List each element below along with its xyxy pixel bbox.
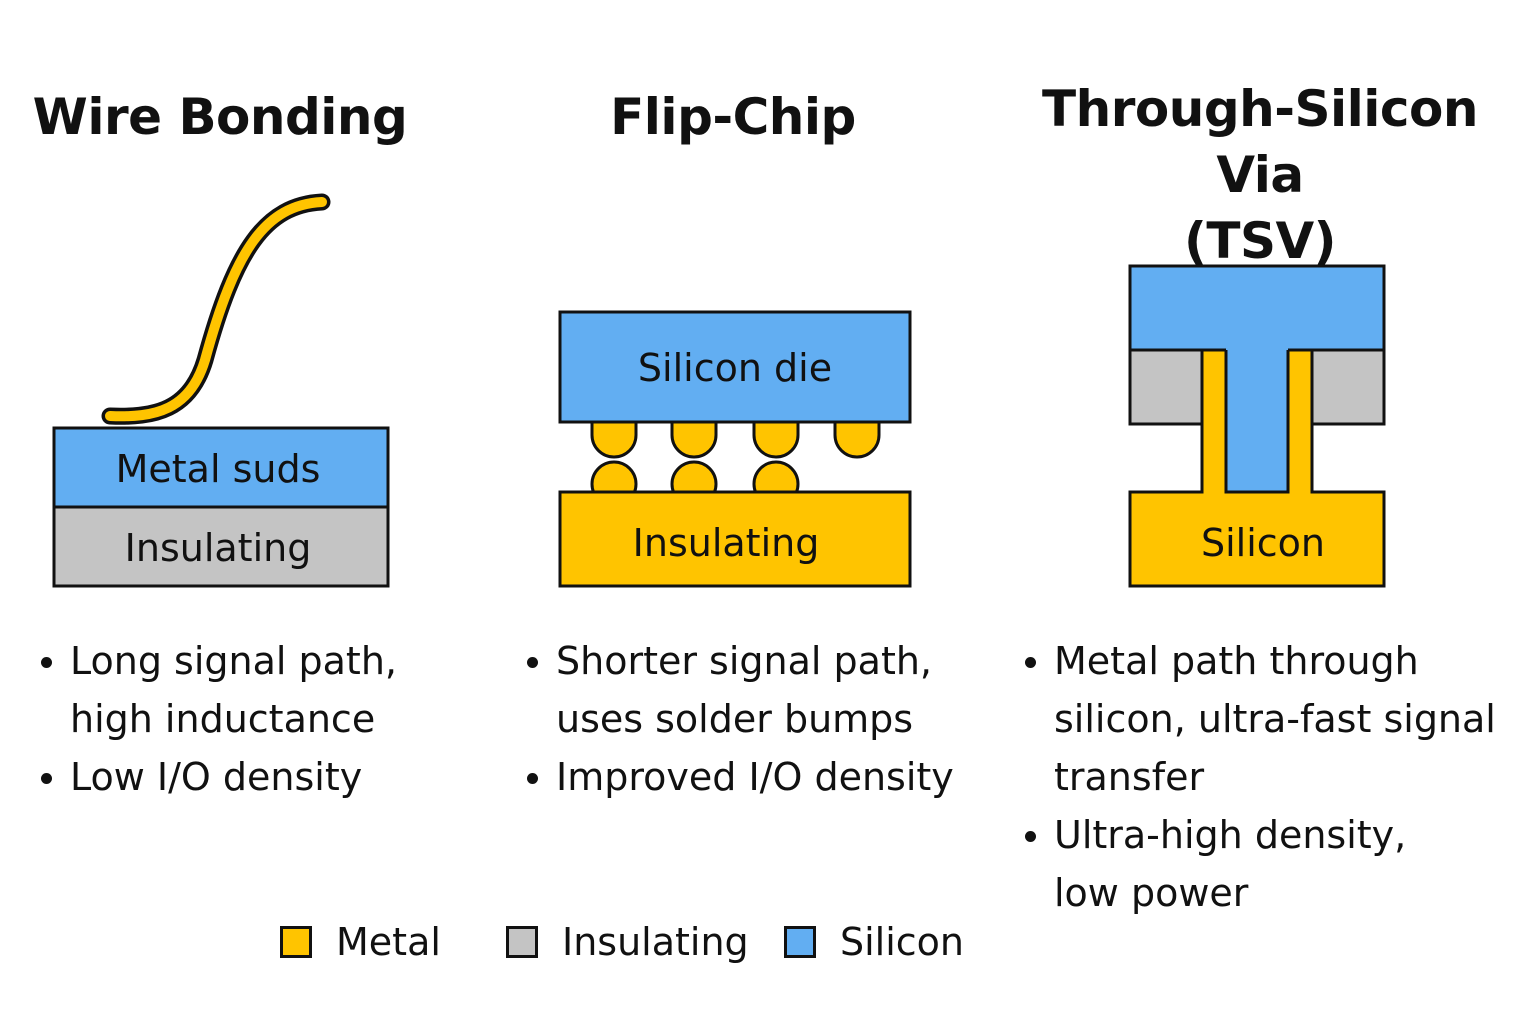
tsv-top-silicon [1128,264,1386,352]
bullet-item: Metal path through silicon, ultra-fast s… [1022,632,1522,806]
bullet-item: Shorter signal path, uses solder bumps [524,632,994,748]
tsv-silicon-core [1226,348,1288,492]
solder-bump [670,418,718,459]
insulating-layer [52,505,390,588]
tsv-insulating-left [1128,348,1204,426]
bullet-line: Long signal path, [70,639,397,683]
solder-bump [590,418,638,459]
wire-bonding-diagram: Metal suds Insulating [52,193,390,588]
bullet-item: Low I/O density [38,748,458,806]
legend-label-silicon: Silicon [840,920,965,964]
legend-label-metal: Metal [336,920,441,964]
legend: Metal Insulating Silicon [0,912,1000,972]
tsv-bullets: Metal path through silicon, ultra-fast s… [1022,632,1522,922]
silicon-swatch [784,926,816,958]
wire-bonding-bullets: Long signal path, high inductance Low I/… [38,632,458,806]
wire-bonding-title: Wire Bonding [32,88,408,146]
bullet-line: silicon, ultra-fast signal [1054,697,1496,741]
insulating-layer-label: Insulating [125,526,312,570]
silicon-die-label: Silicon die [638,346,832,390]
solder-bump [833,418,881,459]
tsv-title-line1: Through-Silicon Via [1042,80,1478,204]
bond-wire [105,197,327,422]
bullet-line: Improved I/O density [556,755,954,799]
solder-bump [752,418,800,459]
bullet-item: Improved I/O density [524,748,994,806]
bullet-line: high inductance [70,697,376,741]
substrate [558,490,912,588]
legend-item-metal: Metal [280,912,441,972]
bullet-line: Low I/O density [70,755,363,799]
tsv-base-label: Silicon [1201,521,1325,565]
metal-layer-label: Metal suds [116,447,321,491]
insulating-swatch [506,926,538,958]
legend-label-insulating: Insulating [562,920,749,964]
bullet-line: Shorter signal path, [556,639,933,683]
tsv-title: Through-Silicon Via (TSV) [990,76,1530,274]
bullet-item: Ultra-high density, low power [1022,806,1522,922]
bullet-line: uses solder bumps [556,697,914,741]
flip-chip-diagram: Silicon die Insulating [558,310,912,588]
bullet-line: low power [1054,871,1249,915]
flip-chip-title: Flip-Chip [610,88,856,146]
tsv-insulating-right [1310,348,1386,426]
substrate-label: Insulating [633,521,820,565]
flip-chip-bullets: Shorter signal path, uses solder bumps I… [524,632,994,806]
bullet-line: Metal path through [1054,639,1419,683]
tsv-title-line2: (TSV) [1183,212,1337,270]
silicon-die [558,310,912,424]
legend-item-insulating: Insulating [506,912,749,972]
bullet-line: transfer [1054,755,1205,799]
bullet-line: Ultra-high density, [1054,813,1407,857]
metal-layer [52,426,390,509]
tsv-diagram: Silicon [1128,264,1386,588]
metal-swatch [280,926,312,958]
bullet-item: Long signal path, high inductance [38,632,458,748]
legend-item-silicon: Silicon [784,912,964,972]
